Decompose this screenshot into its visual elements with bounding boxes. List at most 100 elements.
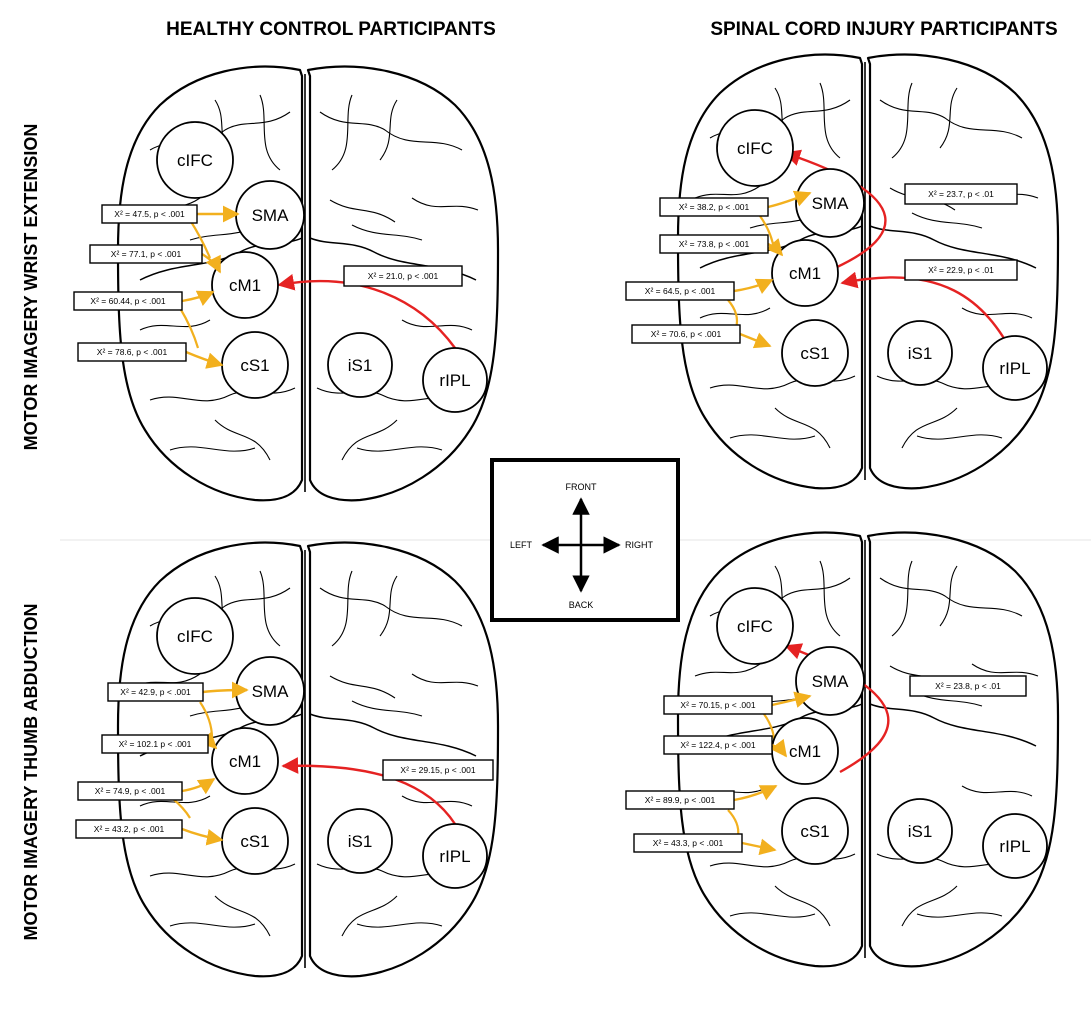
yellow-edge-to-SMA [771,691,812,708]
gyrus-line [411,197,479,211]
stat-box-rIPL-cM1: X² = 29.15, p < .001 [382,759,494,781]
node-iS1: iS1 [327,808,393,874]
gyrus-line [259,94,281,171]
stat-label: X² = 23.8, p < .01 [935,681,1001,691]
stat-box-border [663,695,773,715]
stat-label: X² = 122.4, p < .001 [680,740,755,750]
node-circle [156,121,234,199]
stat-box-border [904,183,1018,205]
gyrus-line [331,570,353,647]
stat-label: X² = 21.0, p < .001 [368,271,439,281]
gyrus-line [879,577,1023,617]
stat-label: X² = 64.5, p < .001 [645,286,716,296]
compass-box [490,458,680,622]
yellow-edge-to-SMA [202,681,249,699]
stat-box-border [633,833,743,853]
node-circle [982,335,1048,401]
right-hemisphere-outline [866,531,1060,968]
gyrus-line [939,565,958,627]
compass-left-label: LEFT [510,540,533,550]
node-iS1: iS1 [887,320,953,386]
stat-box-border [382,759,494,781]
yellow-edge-to-cM1 [770,738,788,758]
node-label: cM1 [789,742,821,761]
node-label: iS1 [348,356,373,375]
gyrus-line [879,99,1023,139]
stat-label: X² = 70.6, p < .001 [651,329,722,339]
gyrus-line [329,199,396,223]
gyrus-line [319,111,463,151]
gyrus-line [259,570,281,647]
node-circle [716,109,794,187]
gyrus-line [139,795,211,807]
gyrus-line [351,224,423,241]
node-label: cS1 [240,356,269,375]
stat-label: X² = 102.1 p < .001 [119,739,192,749]
stat-box-border [101,204,198,224]
gyrus-line [694,663,761,677]
gyrus-line [819,82,841,159]
stat-box-rIPL-cM1: X² = 21.0, p < .001 [343,265,463,287]
stat-label: X² = 42.9, p < .001 [120,687,191,697]
gyrus-line [319,587,463,627]
node-cIFC: cIFC [716,109,794,187]
stat-box-border [107,682,204,702]
left-hemisphere-outline [116,65,304,502]
yellow-edge-to-cM1 [181,777,216,795]
gyrus-line [169,922,256,928]
gyrus-line [901,885,958,927]
node-label: cIFC [737,617,773,636]
stat-label: X² = 60.44, p < .001 [90,296,165,306]
yellow-edge-to-cM1 [733,278,774,295]
gyrus-line [356,922,443,928]
stat-box-cM1-cIFC: X² = 23.7, p < .01 [904,183,1018,205]
gyrus-line [916,912,1003,918]
stat-box-cM1: X² = 60.44, p < .001 [73,291,183,311]
row-header-wrist: MOTOR IMAGERY WRIST EXTENSION [21,124,41,451]
red-edge-rIPL-to-cM1 [277,273,456,349]
stat-box-border [631,324,741,344]
left-hemisphere-outline [676,53,864,490]
gyrus-line [341,895,398,937]
compass-front-label: FRONT [566,482,597,492]
right-central-sulcus [869,703,1037,747]
gyrus-line [729,434,816,440]
stat-label: X² = 89.9, p < .001 [645,795,716,805]
row-header-thumb: MOTOR IMAGERY THUMB ABDUCTION [21,604,41,941]
gyrus-line [729,912,816,918]
stat-label: X² = 22.9, p < .01 [928,265,994,275]
node-label: cM1 [229,276,261,295]
stat-box-SMA: X² = 47.5, p < .001 [101,204,198,224]
stat-box-cM1: X² = 122.4, p < .001 [663,735,773,755]
node-rIPL: rIPL [422,347,488,413]
stat-box-border [73,291,183,311]
node-cM1: cM1 [771,239,839,307]
stat-box-cM1: X² = 73.8, p < .001 [659,234,769,254]
yellow-link [179,307,200,349]
node-label: rIPL [439,847,470,866]
stat-box-cM1: X² = 77.1, p < .001 [89,244,203,264]
node-circle [327,808,393,874]
yellow-edge-to-SMA [767,190,812,209]
stat-box-cS1: X² = 78.6, p < .001 [77,342,187,362]
node-label: iS1 [908,344,933,363]
gyrus-line [774,407,831,449]
yellow-link [727,809,740,837]
gyrus-line [774,885,831,927]
stat-box-border [625,281,735,301]
node-cIFC: cIFC [156,121,234,199]
node-label: SMA [252,206,290,225]
stat-box-cS1: X² = 43.2, p < .001 [75,819,183,839]
node-circle [422,347,488,413]
yellow-edge-to-cS1 [739,332,772,349]
node-circle [211,251,279,319]
stat-box-border [904,259,1018,281]
node-circle [156,597,234,675]
stat-label: X² = 78.6, p < .001 [97,347,168,357]
node-label: iS1 [348,832,373,851]
node-cM1: cM1 [211,251,279,319]
gyrus-line [916,434,1003,440]
left-hemisphere-outline [116,541,304,978]
